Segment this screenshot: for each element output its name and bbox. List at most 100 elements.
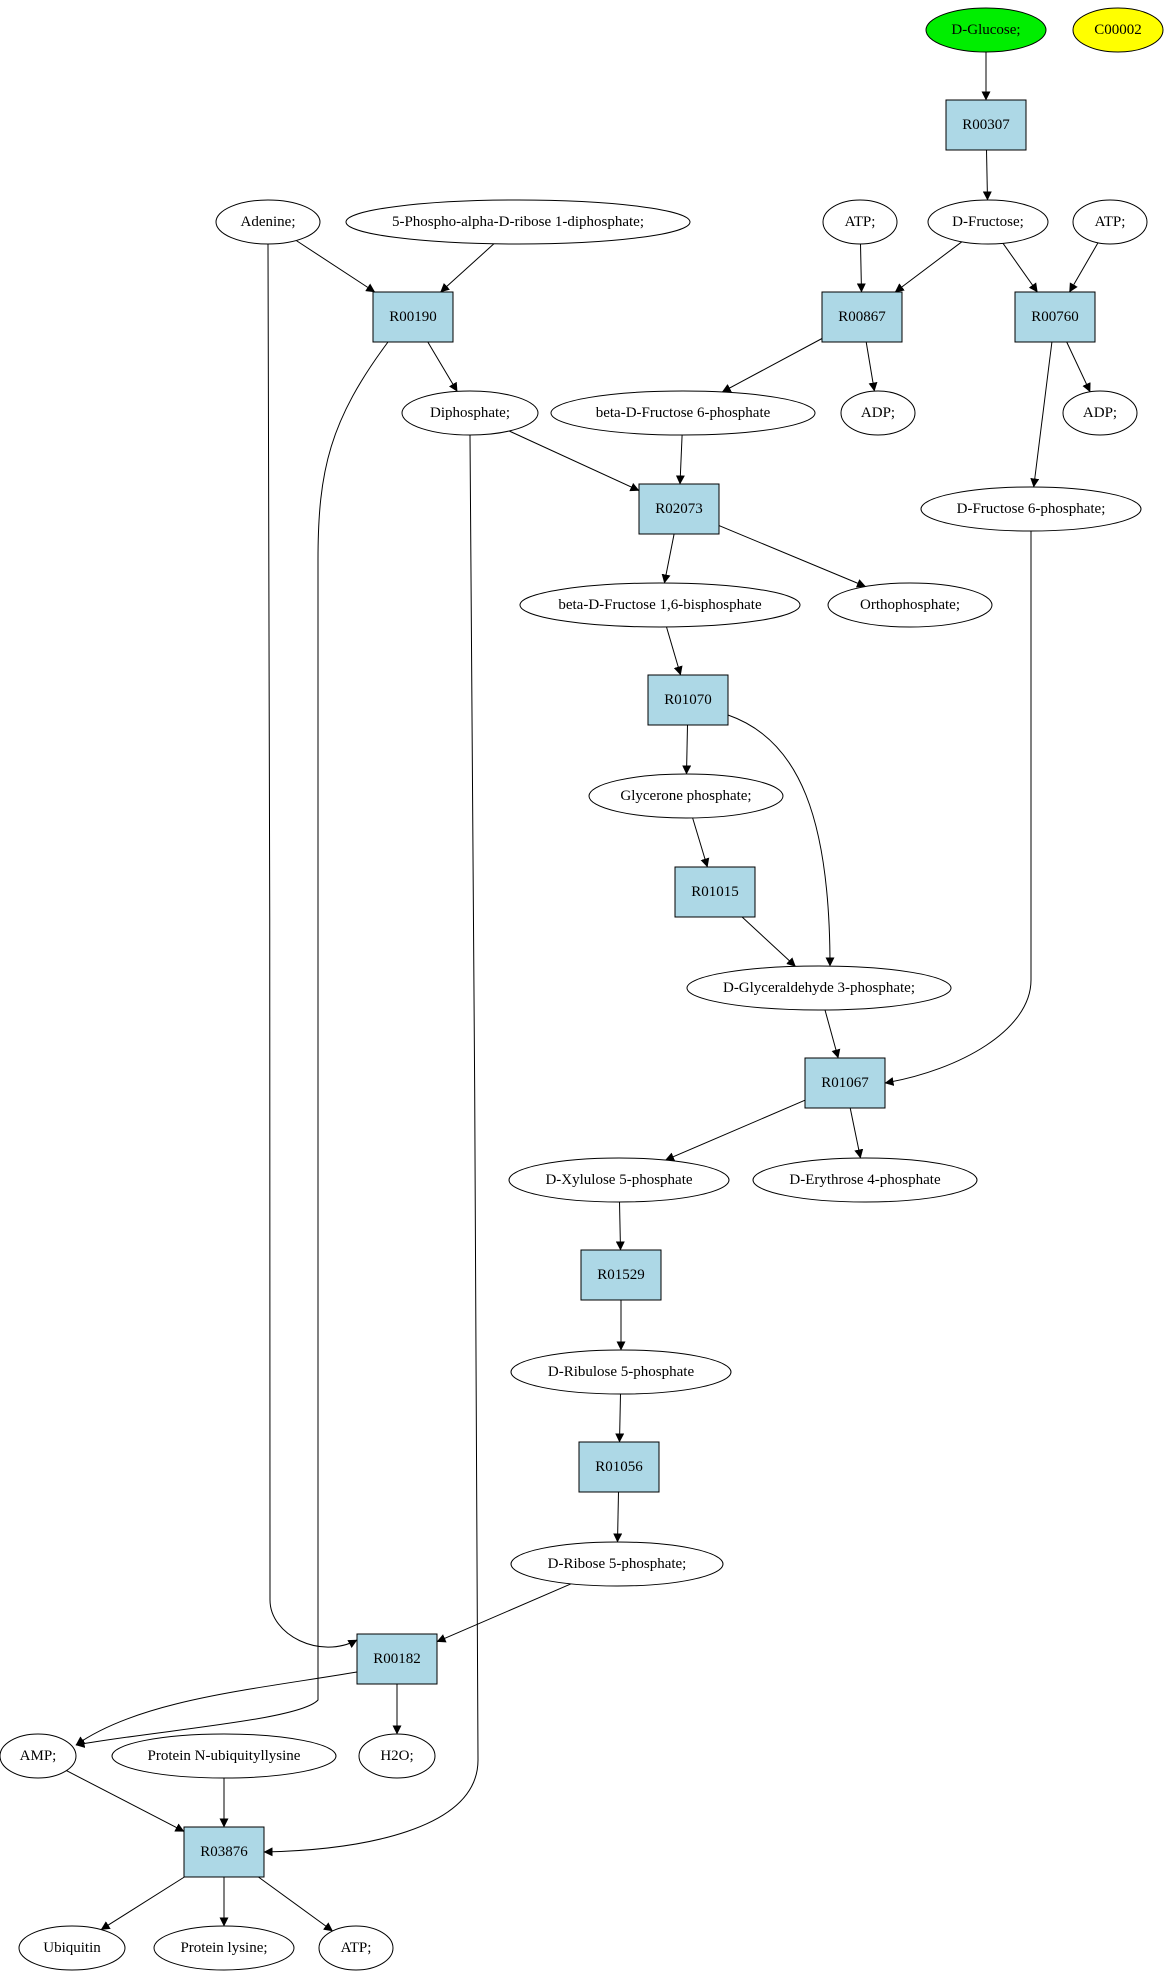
node-label: 5-Phospho-alpha-D-ribose 1-diphosphate; xyxy=(392,214,644,230)
compound-node-orthophosphate[interactable]: Orthophosphate; xyxy=(827,582,993,628)
compound-ellipse xyxy=(752,1157,978,1203)
compound-node-d-fructose-6-phosphate[interactable]: D-Fructose 6-phosphate; xyxy=(920,486,1142,532)
compound-node-ubiquitin[interactable]: Ubiquitin xyxy=(18,1925,126,1971)
compound-node-5-phospho-alpha-d-ribose-1-diphosphate[interactable]: 5-Phospho-alpha-D-ribose 1-diphosphate; xyxy=(345,199,691,245)
compound-node-glycerone-phosphate[interactable]: Glycerone phosphate; xyxy=(588,773,784,819)
compound-node-d-glyceraldehyde-3-phosphate[interactable]: D-Glyceraldehyde 3-phosphate; xyxy=(686,965,952,1011)
node-label: ATP; xyxy=(845,214,876,230)
compound-ellipse xyxy=(510,1349,732,1395)
reaction-node-r00190[interactable]: R00190 xyxy=(372,291,454,343)
node-label: D-Glyceraldehyde 3-phosphate; xyxy=(723,980,915,996)
edge-n_dfructose-to-r00867 xyxy=(894,241,963,293)
node-label: AMP; xyxy=(20,1748,57,1764)
compound-ellipse xyxy=(1062,390,1138,436)
reaction-node-r01015[interactable]: R01015 xyxy=(674,866,756,918)
edge-n_df6p-to-r01067 xyxy=(884,531,1032,1086)
edge-r01070-to-n_dg3p xyxy=(727,714,835,967)
edge-r00182-to-n_amp xyxy=(75,1671,358,1746)
reaction-node-r01056[interactable]: R01056 xyxy=(578,1441,660,1493)
edge-r01067-to-n_dx5p xyxy=(665,1099,806,1161)
compound-ellipse xyxy=(927,199,1049,245)
compound-node-atp[interactable]: ATP; xyxy=(318,1925,394,1971)
compound-node-amp[interactable]: AMP; xyxy=(0,1733,77,1779)
node-label: Adenine; xyxy=(241,214,296,230)
compound-ellipse xyxy=(686,965,952,1011)
node-label: ADP; xyxy=(1083,405,1117,421)
compound-node-d-erythrose-4-phosphate[interactable]: D-Erythrose 4-phosphate xyxy=(752,1157,978,1203)
node-label: ATP; xyxy=(1095,214,1126,230)
compound-node-beta-d-fructose-1-6-bisphosphate[interactable]: beta-D-Fructose 1,6-bisphosphate xyxy=(519,582,801,628)
compound-node-atp[interactable]: ATP; xyxy=(1072,199,1148,245)
reaction-node-r03876[interactable]: R03876 xyxy=(183,1826,265,1878)
edge-n_dg3p-to-r01067 xyxy=(824,1009,841,1059)
reaction-box xyxy=(578,1441,660,1493)
compound-node-h2o[interactable]: H2O; xyxy=(358,1733,436,1779)
compound-node-protein-lysine[interactable]: Protein lysine; xyxy=(153,1925,295,1971)
compound-node-c00002[interactable]: C00002 xyxy=(1072,7,1164,53)
compound-ellipse xyxy=(1072,7,1164,53)
node-label: R01529 xyxy=(597,1267,645,1283)
compound-node-adenine[interactable]: Adenine; xyxy=(215,199,321,245)
node-label: D-Ribulose 5-phosphate xyxy=(548,1364,695,1380)
compound-ellipse xyxy=(111,1733,337,1779)
node-label: D-Fructose; xyxy=(952,214,1024,230)
node-label: R01056 xyxy=(595,1459,643,1475)
reaction-box xyxy=(638,483,720,535)
compound-ellipse xyxy=(550,390,816,436)
reaction-node-r00760[interactable]: R00760 xyxy=(1014,291,1096,343)
node-label: H2O; xyxy=(380,1748,413,1764)
edge-r00867-to-n_adp1 xyxy=(865,341,878,392)
reaction-node-r02073[interactable]: R02073 xyxy=(638,483,720,535)
node-label: ATP; xyxy=(341,1940,372,1956)
edge-n_bdf16bp-to-r01070 xyxy=(666,626,683,676)
compound-ellipse xyxy=(1072,199,1148,245)
node-label: ADP; xyxy=(861,405,895,421)
compound-ellipse xyxy=(827,582,993,628)
node-label: Protein N-ubiquityllysine xyxy=(148,1748,301,1764)
node-label: D-Ribose 5-phosphate; xyxy=(548,1556,687,1572)
reaction-node-r00867[interactable]: R00867 xyxy=(821,291,903,343)
edge-r00190-to-n_amp xyxy=(75,341,389,1748)
reaction-box xyxy=(356,1633,438,1685)
compound-ellipse xyxy=(519,582,801,628)
compound-ellipse xyxy=(18,1925,126,1971)
edge-r01056-to-n_dr5p xyxy=(613,1491,623,1543)
node-label: R02073 xyxy=(655,501,703,517)
compound-node-atp[interactable]: ATP; xyxy=(822,199,898,245)
reaction-box xyxy=(183,1826,265,1878)
reaction-box xyxy=(1014,291,1096,343)
compound-ellipse xyxy=(510,1541,724,1587)
compound-node-d-xylulose-5-phosphate[interactable]: D-Xylulose 5-phosphate xyxy=(508,1157,730,1203)
reaction-node-r00182[interactable]: R00182 xyxy=(356,1633,438,1685)
reaction-node-r00307[interactable]: R00307 xyxy=(945,99,1027,151)
node-label: C00002 xyxy=(1094,22,1142,38)
compound-node-d-ribulose-5-phosphate[interactable]: D-Ribulose 5-phosphate xyxy=(510,1349,732,1395)
compound-node-diphosphate[interactable]: Diphosphate; xyxy=(401,390,539,436)
compound-node-adp[interactable]: ADP; xyxy=(840,390,916,436)
node-label: R00182 xyxy=(373,1651,421,1667)
compound-node-d-glucose[interactable]: D-Glucose; xyxy=(925,7,1047,53)
compound-node-d-ribose-5-phosphate[interactable]: D-Ribose 5-phosphate; xyxy=(510,1541,724,1587)
node-label: D-Erythrose 4-phosphate xyxy=(789,1172,941,1188)
edge-n_dx5p-to-r01529 xyxy=(615,1201,625,1251)
edge-r00760-to-n_df6p xyxy=(1030,341,1053,488)
node-label: R01067 xyxy=(821,1075,869,1091)
compound-node-beta-d-fructose-6-phosphate[interactable]: beta-D-Fructose 6-phosphate xyxy=(550,390,816,436)
compound-node-protein-n-ubiquityllysine[interactable]: Protein N-ubiquityllysine xyxy=(111,1733,337,1779)
node-label: D-Fructose 6-phosphate; xyxy=(957,501,1106,517)
compound-node-d-fructose[interactable]: D-Fructose; xyxy=(927,199,1049,245)
compound-ellipse xyxy=(215,199,321,245)
reaction-node-r01070[interactable]: R01070 xyxy=(647,674,729,726)
edge-r03876-to-n_ubiquitin xyxy=(100,1876,185,1931)
node-label: R00867 xyxy=(838,309,886,325)
edge-n_dru5p-to-r01056 xyxy=(615,1393,625,1443)
edge-r01067-to-n_de4p xyxy=(849,1107,864,1159)
reaction-node-r01529[interactable]: R01529 xyxy=(580,1249,662,1301)
compound-ellipse xyxy=(358,1733,436,1779)
reaction-node-r01067[interactable]: R01067 xyxy=(804,1057,886,1109)
edge-n_dr5p-to-r00182 xyxy=(436,1583,572,1643)
compound-node-adp[interactable]: ADP; xyxy=(1062,390,1138,436)
node-label: beta-D-Fructose 1,6-bisphosphate xyxy=(558,597,762,613)
edge-n_dfructose-to-r00760 xyxy=(1002,243,1038,293)
